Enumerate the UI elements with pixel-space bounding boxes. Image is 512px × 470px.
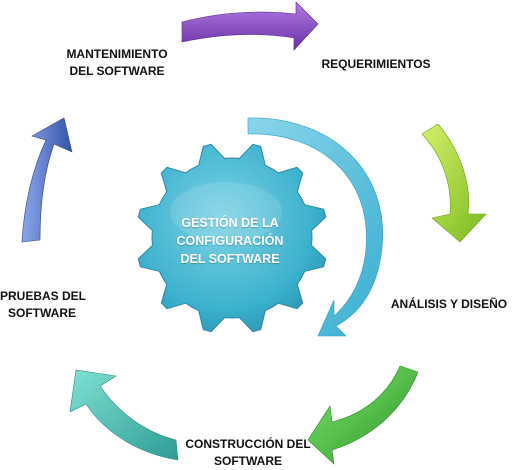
circular-arrow-icon — [247, 117, 384, 337]
stage-label-analisis: ANÁLISIS Y DISEÑO — [386, 296, 512, 313]
arrow-to-analisis — [421, 123, 487, 243]
arrow-to-mantenimiento — [21, 117, 73, 243]
gear-icon — [137, 143, 327, 333]
stage-label-pruebas: PRUEBAS DEL SOFTWARE — [0, 288, 87, 322]
stage-label-construccion-line-1: CONSTRUCCIÓN DEL — [185, 437, 311, 451]
center-title-line-3: DEL SOFTWARE — [180, 252, 280, 266]
gear-highlight — [170, 182, 282, 242]
stage-label-mantenimiento: MANTENIMIENTO DEL SOFTWARE — [56, 46, 178, 80]
center-title-line-1: GESTIÓN DE LA — [181, 216, 279, 230]
stage-label-construccion: CONSTRUCCIÓN DEL SOFTWARE — [180, 436, 316, 470]
center-title: GESTIÓN DE LA CONFIGURACIÓN DEL SOFTWARE — [170, 214, 290, 268]
stage-label-mantenimiento-line-1: MANTENIMIENTO — [66, 47, 168, 61]
stage-label-mantenimiento-line-2: DEL SOFTWARE — [69, 64, 165, 78]
stage-label-analisis-line-1: ANÁLISIS Y DISEÑO — [390, 297, 508, 311]
center-title-line-2: CONFIGURACIÓN — [176, 234, 284, 248]
stage-label-requerimientos-line-1: REQUERIMIENTOS — [321, 57, 431, 71]
gear-body — [137, 143, 327, 333]
arrow-to-construccion — [307, 365, 419, 465]
stage-label-requerimientos: REQUERIMIENTOS — [316, 56, 436, 73]
arrow-to-requerimientos — [181, 1, 319, 51]
stage-label-construccion-line-2: SOFTWARE — [214, 454, 282, 468]
stage-label-pruebas-line-2: SOFTWARE — [8, 306, 76, 320]
stage-label-pruebas-line-1: PRUEBAS DEL — [0, 289, 87, 303]
arrow-to-pruebas — [69, 369, 179, 461]
